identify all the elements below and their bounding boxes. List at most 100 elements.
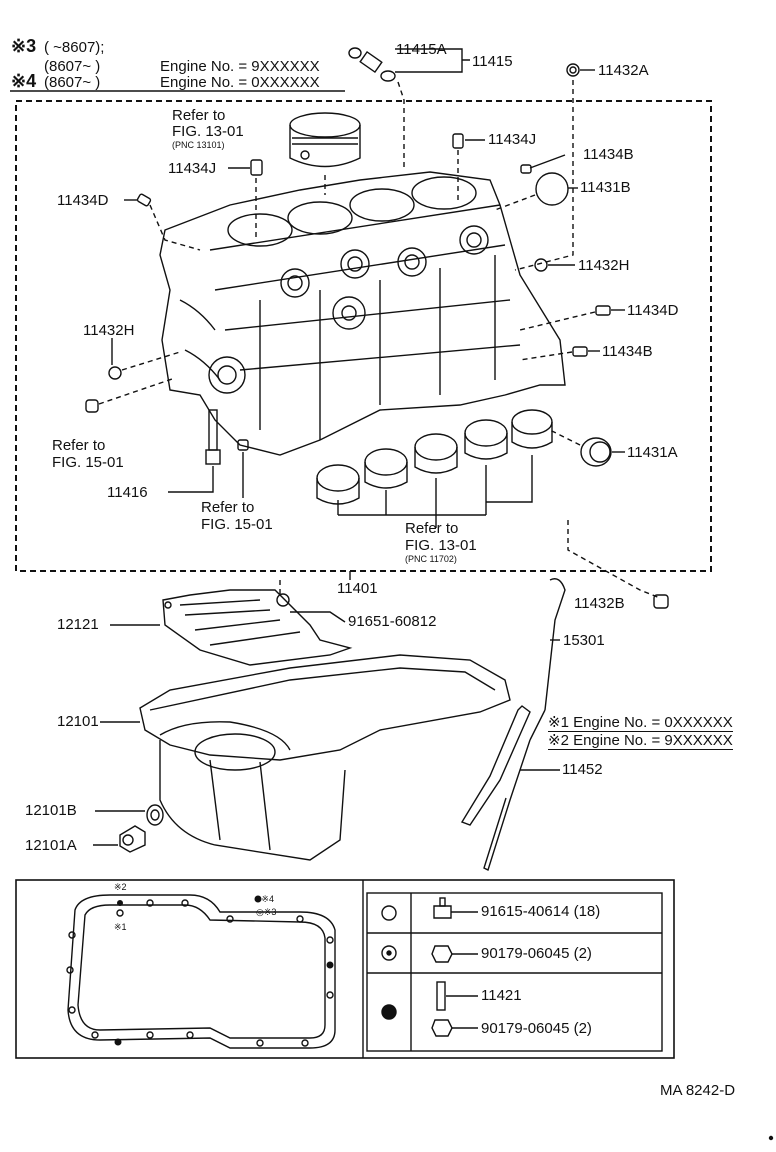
label-11401: 11401 bbox=[337, 580, 378, 597]
legend-table bbox=[366, 892, 663, 1052]
label-11432h-left: 11432H bbox=[83, 322, 135, 339]
refer-mid-line1: Refer to bbox=[201, 499, 255, 516]
leader-bearings bbox=[337, 455, 533, 516]
note3-line2-range: (8607~ ) bbox=[44, 58, 101, 75]
union-fitting-icon bbox=[348, 47, 396, 82]
dowel-11434j-left-icon bbox=[250, 159, 263, 176]
drain-gasket-icon bbox=[146, 804, 164, 826]
dowel-11434j-top-icon bbox=[452, 133, 464, 149]
leader-91651 bbox=[290, 611, 346, 623]
refer-piston-line3: (PNC 13101) bbox=[172, 140, 225, 150]
legend-stud-icon bbox=[436, 981, 478, 1011]
leader-11434d-right-dashed bbox=[519, 311, 596, 331]
refer-bearing-line2: FIG. 13-01 bbox=[405, 537, 477, 554]
plug-refer-left-icon bbox=[85, 399, 99, 413]
legend-row3-part-b: 90179-06045 (2) bbox=[481, 1020, 592, 1037]
leader-11416 bbox=[168, 466, 214, 493]
label-11452: 11452 bbox=[562, 761, 603, 778]
gasket-mark-3: ◎※3 bbox=[256, 907, 277, 917]
leader-11434b-top bbox=[529, 154, 566, 169]
engine-note-1: ※1 Engine No. = 0XXXXXX bbox=[548, 714, 733, 732]
oil-pan-icon bbox=[139, 654, 511, 861]
label-91651: 91651-60812 bbox=[348, 613, 437, 630]
leader-11415-dashed bbox=[397, 81, 405, 170]
note4-mark: ※4 bbox=[11, 71, 37, 91]
label-12101b: 12101B bbox=[25, 802, 77, 819]
pin-11434b-right-icon bbox=[572, 346, 588, 357]
label-11415: 11415 bbox=[472, 53, 513, 70]
bolt-91651-icon bbox=[276, 593, 290, 607]
label-11434b-right: 11434B bbox=[602, 343, 653, 360]
gasket-mark-2: ※2 bbox=[114, 882, 127, 892]
label-11416: 11416 bbox=[107, 484, 148, 501]
gasket-stud-marks bbox=[114, 895, 334, 1046]
gasket-mark-4: ●※4 bbox=[256, 894, 274, 904]
leader-11434b-right-dashed bbox=[519, 351, 573, 361]
seal-11431a-icon bbox=[580, 437, 612, 467]
refer-piston-line2: FIG. 13-01 bbox=[172, 123, 244, 140]
legend-filled-circle-icon bbox=[381, 1004, 397, 1020]
leader-11432a-dashed bbox=[514, 80, 574, 271]
refer-bearing-line1: Refer to bbox=[405, 520, 459, 537]
legend-row2-part: 90179-06045 (2) bbox=[481, 945, 592, 962]
crank-bearing-icon bbox=[316, 409, 553, 505]
note3-engine: Engine No. = 9XXXXXX bbox=[160, 58, 320, 75]
drain-plug-icon bbox=[119, 825, 146, 853]
label-11432b: 11432B bbox=[574, 595, 625, 612]
stud-11416-icon bbox=[205, 409, 221, 465]
note3-range: ( ~8607); bbox=[44, 39, 105, 56]
legend-nut-icon-2 bbox=[431, 1019, 478, 1037]
label-12101: 12101 bbox=[57, 713, 99, 730]
refer-left-line1: Refer to bbox=[52, 437, 106, 454]
label-15301: 15301 bbox=[563, 632, 605, 649]
engine-note-2: ※2 Engine No. = 9XXXXXX bbox=[548, 732, 733, 750]
label-11434b-top: 11434B bbox=[583, 146, 634, 163]
label-11432h-right: 11432H bbox=[578, 257, 630, 274]
cylinder-block-icon bbox=[159, 171, 566, 456]
plug-11431b-icon bbox=[535, 172, 569, 206]
leader-refer-left-dashed bbox=[98, 377, 176, 405]
leader-11431b-dashed bbox=[494, 194, 536, 211]
label-11432a: 11432A bbox=[598, 62, 649, 79]
plug-11432a-icon bbox=[566, 63, 580, 77]
label-11434d-right: 11434D bbox=[627, 302, 679, 319]
piston-icon bbox=[289, 112, 361, 168]
refer-piston-line1: Refer to bbox=[172, 107, 226, 124]
plug-11432h-left-icon bbox=[108, 366, 122, 380]
pin-11434d-right-icon bbox=[595, 305, 611, 316]
label-12121: 12121 bbox=[57, 616, 99, 633]
dipstick-icon bbox=[529, 578, 566, 741]
refer-bearing-line3: (PNC 11702) bbox=[405, 554, 457, 564]
label-11434j-left: 11434J bbox=[168, 160, 217, 177]
figure-code: MA 8242-D bbox=[660, 1082, 736, 1099]
leader-11415 bbox=[395, 48, 470, 73]
pin-11434d-left-icon bbox=[136, 193, 152, 207]
oil-baffle-icon bbox=[162, 589, 353, 666]
note4-engine: Engine No. = 0XXXXXX bbox=[160, 74, 320, 91]
note3-mark: ※3 bbox=[11, 36, 37, 56]
label-11431a: 11431A bbox=[627, 444, 678, 461]
label-11431b: 11431B bbox=[580, 179, 631, 196]
plug-11432h-right-icon bbox=[534, 258, 548, 272]
gasket-detail-frame bbox=[15, 879, 675, 1059]
refer-mid-line2: FIG. 15-01 bbox=[201, 516, 273, 533]
plug-11432b-icon bbox=[653, 594, 669, 609]
label-12101a: 12101A bbox=[25, 837, 77, 854]
legend-nut-icon-1 bbox=[431, 945, 478, 963]
label-11434j-top: 11434J bbox=[488, 131, 537, 148]
legend-row1-part: 91615-40614 (18) bbox=[481, 903, 601, 920]
pin-11434b-top-icon bbox=[520, 164, 532, 174]
note4-range: (8607~ ) bbox=[44, 74, 101, 91]
corner-dot bbox=[768, 1135, 774, 1141]
legend-dot-circle-icon bbox=[381, 945, 397, 961]
leader-11434d-left-dashed bbox=[149, 204, 201, 251]
legend-row3-part-a: 11421 bbox=[481, 987, 522, 1004]
refer-left-line2: FIG. 15-01 bbox=[52, 454, 124, 471]
block-assembly-frame bbox=[15, 100, 712, 572]
label-11434d-left: 11434D bbox=[57, 192, 109, 209]
dowel-refer-mid-icon bbox=[237, 439, 249, 451]
oil-pan-gasket-icon bbox=[66, 894, 336, 1049]
gasket-mark-1: ※1 bbox=[114, 922, 127, 932]
dipstick-guide-icon bbox=[460, 705, 531, 871]
